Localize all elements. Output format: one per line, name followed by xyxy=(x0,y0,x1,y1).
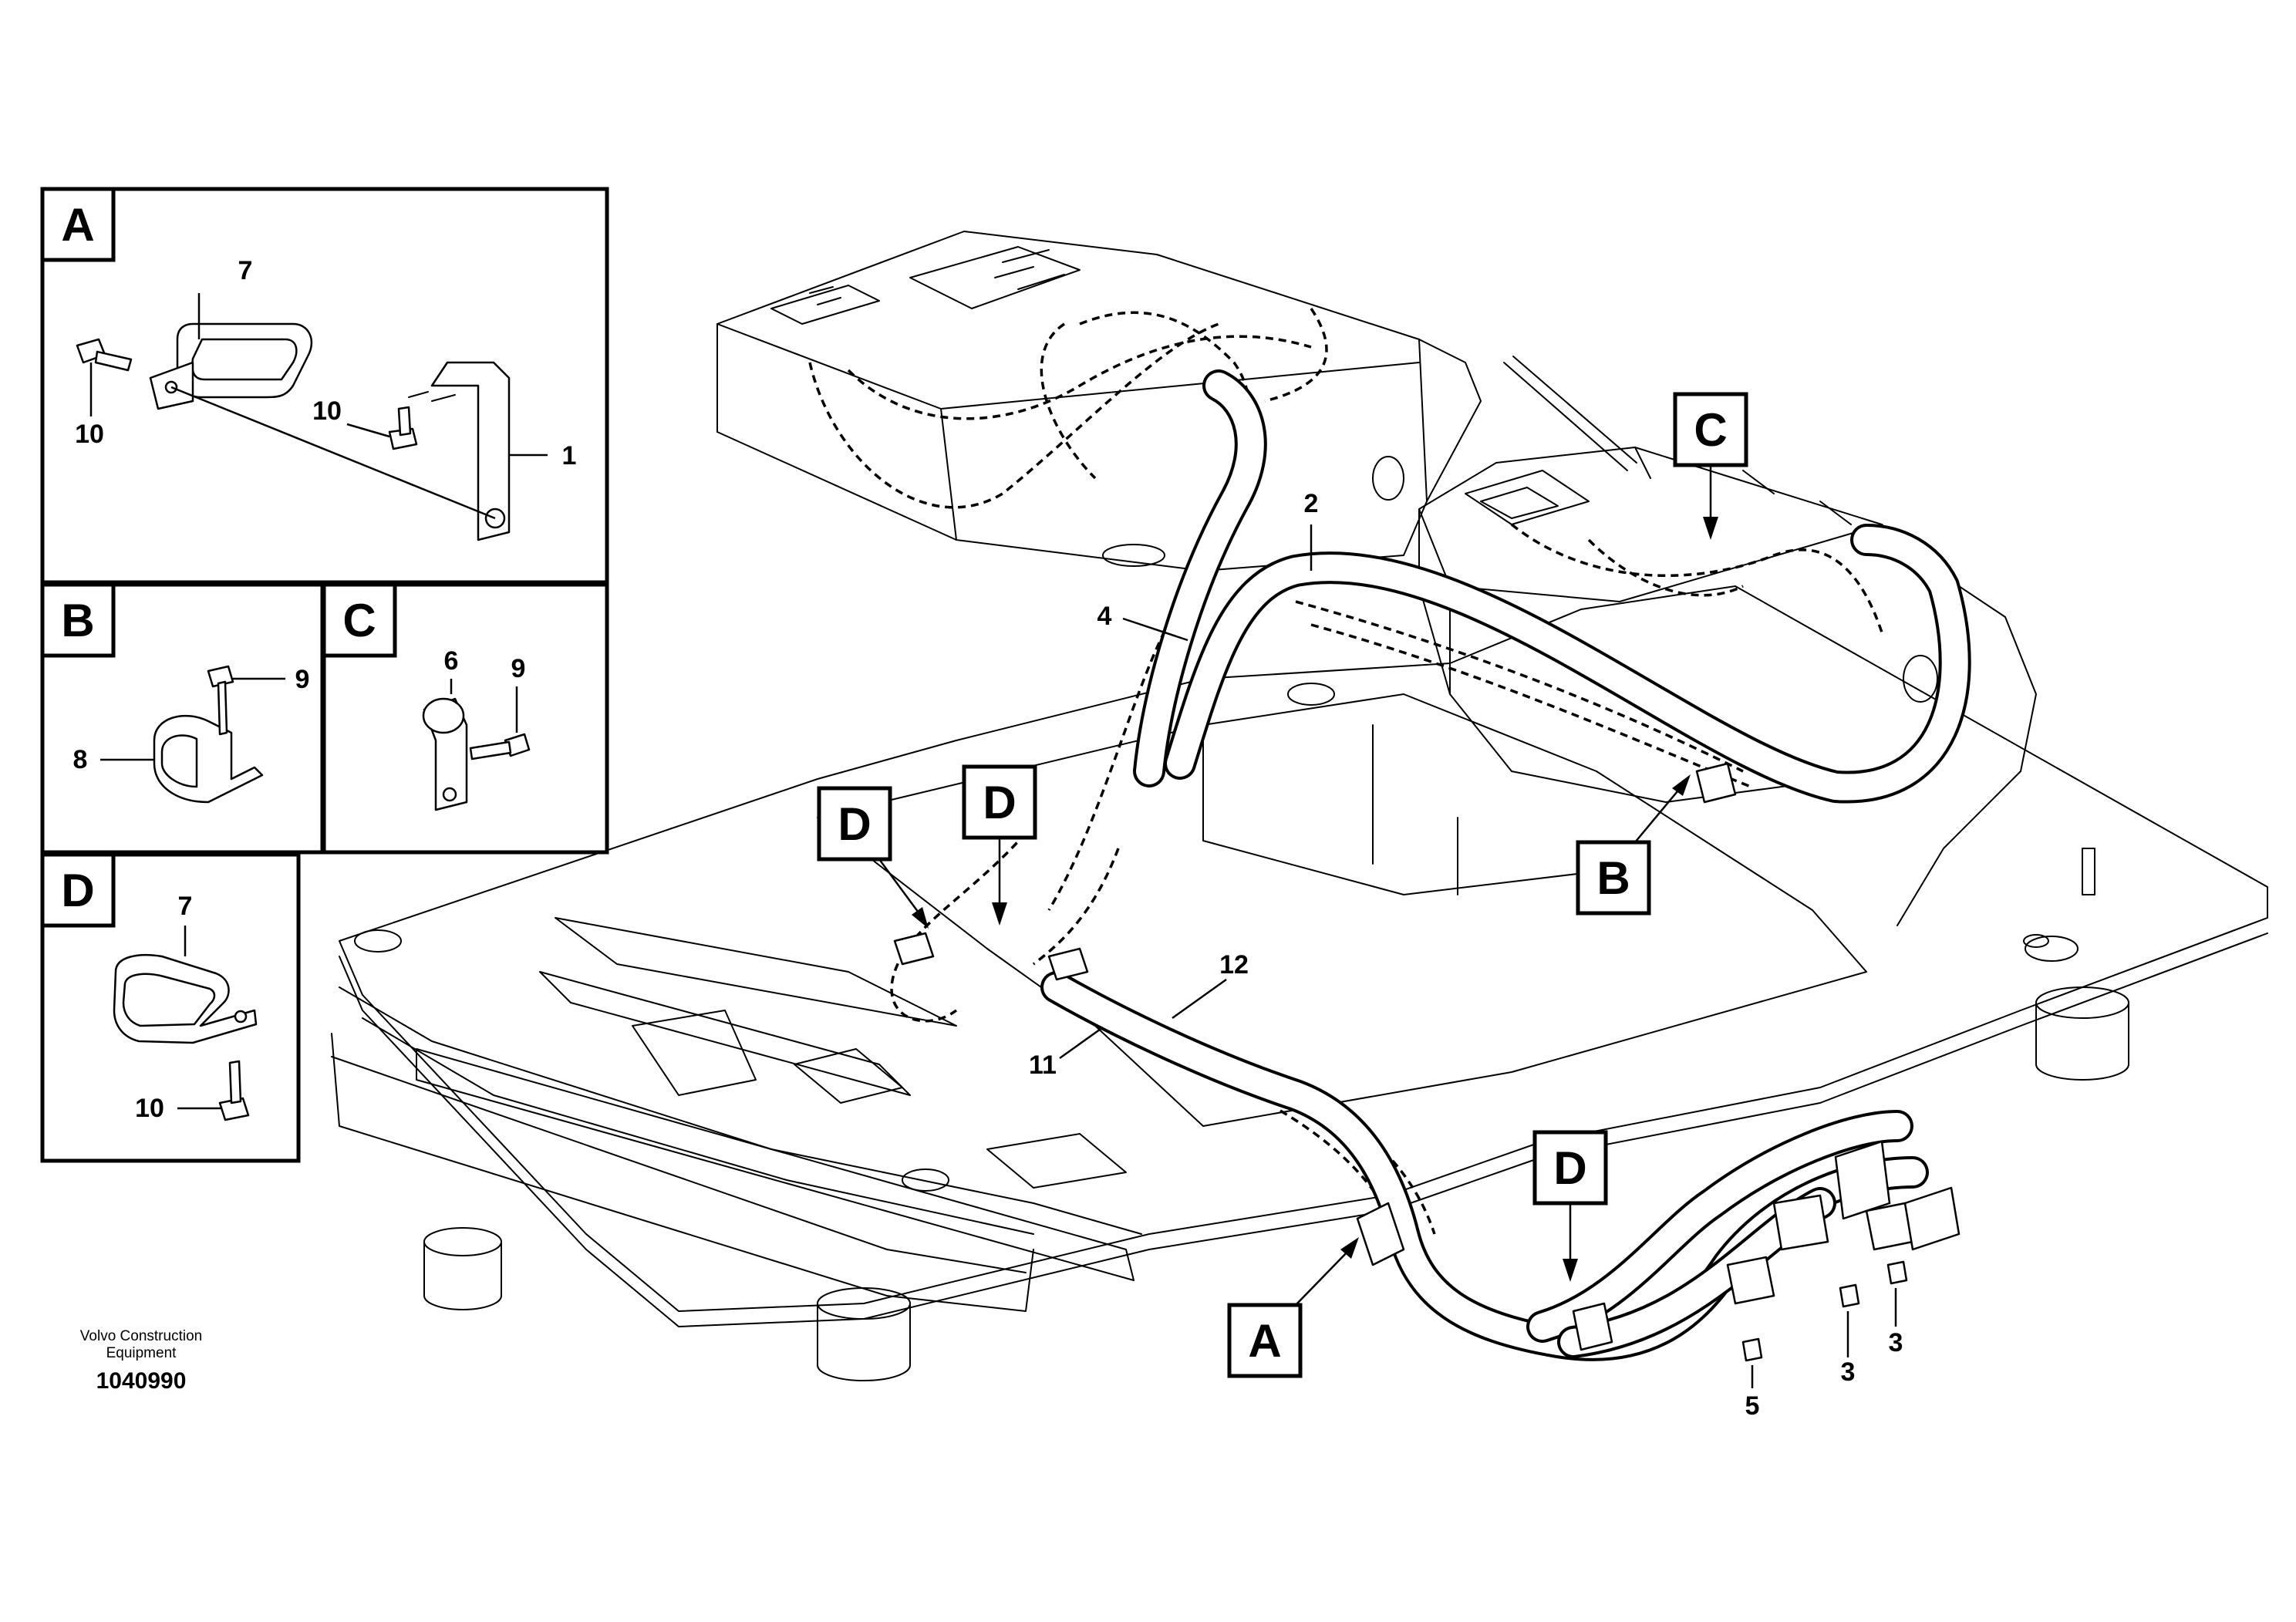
detail-b-label-8: 8 xyxy=(73,745,88,774)
floor-plate xyxy=(331,585,2268,1381)
part-label-4: 4 xyxy=(1097,602,1112,631)
connector-group xyxy=(1726,1140,1961,1362)
detail-d-label-7: 7 xyxy=(178,892,193,921)
detail-d-letter: D xyxy=(61,865,94,916)
callout-d-left: D xyxy=(817,786,929,929)
detail-panel-d: D 7 10 xyxy=(40,852,301,1163)
detail-c-label-6: 6 xyxy=(444,646,459,676)
hose-11-12 xyxy=(1040,971,1929,1361)
part-label-11: 11 xyxy=(1029,1050,1057,1080)
detail-c-letter: C xyxy=(342,595,376,646)
callout-b: B xyxy=(1576,774,1691,916)
detail-panel-b: B 9 8 xyxy=(40,582,325,855)
part-label-2: 2 xyxy=(1304,489,1319,518)
main-part-labels: 2 4 12 11 3 3 5 xyxy=(1029,489,1903,1421)
hose-4 xyxy=(1133,369,1267,787)
caption-line-2: Equipment xyxy=(106,1345,177,1361)
part-label-12: 12 xyxy=(1219,950,1249,980)
callout-d-right-letter: D xyxy=(1553,1142,1586,1194)
detail-a-label-7: 7 xyxy=(238,256,253,285)
callout-c: C xyxy=(1673,392,1748,540)
left-console xyxy=(716,231,1482,572)
detail-a-label-10-left: 10 xyxy=(75,420,104,449)
callout-a-letter: A xyxy=(1248,1315,1281,1367)
detail-a-label-10-right: 10 xyxy=(312,396,342,426)
callout-c-letter: C xyxy=(1694,404,1727,456)
detail-b-letter: B xyxy=(61,595,94,646)
callout-d-left-letter: D xyxy=(838,798,871,850)
caption-line-1: Volvo Construction xyxy=(80,1328,202,1344)
detail-d-label-10: 10 xyxy=(135,1094,164,1123)
callout-d-middle-letter: D xyxy=(983,777,1016,828)
detail-panel-a: A 7 10 10 1 xyxy=(40,187,609,585)
detail-panel-c: C 6 9 xyxy=(322,582,609,855)
detail-a-letter: A xyxy=(61,199,94,251)
part-label-5: 5 xyxy=(1745,1391,1760,1421)
callout-b-letter: B xyxy=(1596,852,1630,904)
hose-2 xyxy=(1164,524,1971,804)
detail-c-label-9: 9 xyxy=(511,654,526,683)
callout-d-middle: D xyxy=(962,764,1037,926)
clamp-parts xyxy=(893,762,1737,1351)
part-label-3-right: 3 xyxy=(1889,1328,1903,1357)
callout-a: A xyxy=(1227,1237,1359,1378)
callout-d-right: D xyxy=(1532,1130,1608,1282)
detail-b-label-9: 9 xyxy=(295,665,310,694)
detail-a-label-1: 1 xyxy=(562,441,577,470)
drawing-caption: Volvo Construction Equipment 1040990 xyxy=(80,1328,202,1394)
drawing-number: 1040990 xyxy=(96,1368,187,1394)
part-label-3-left: 3 xyxy=(1841,1357,1856,1387)
